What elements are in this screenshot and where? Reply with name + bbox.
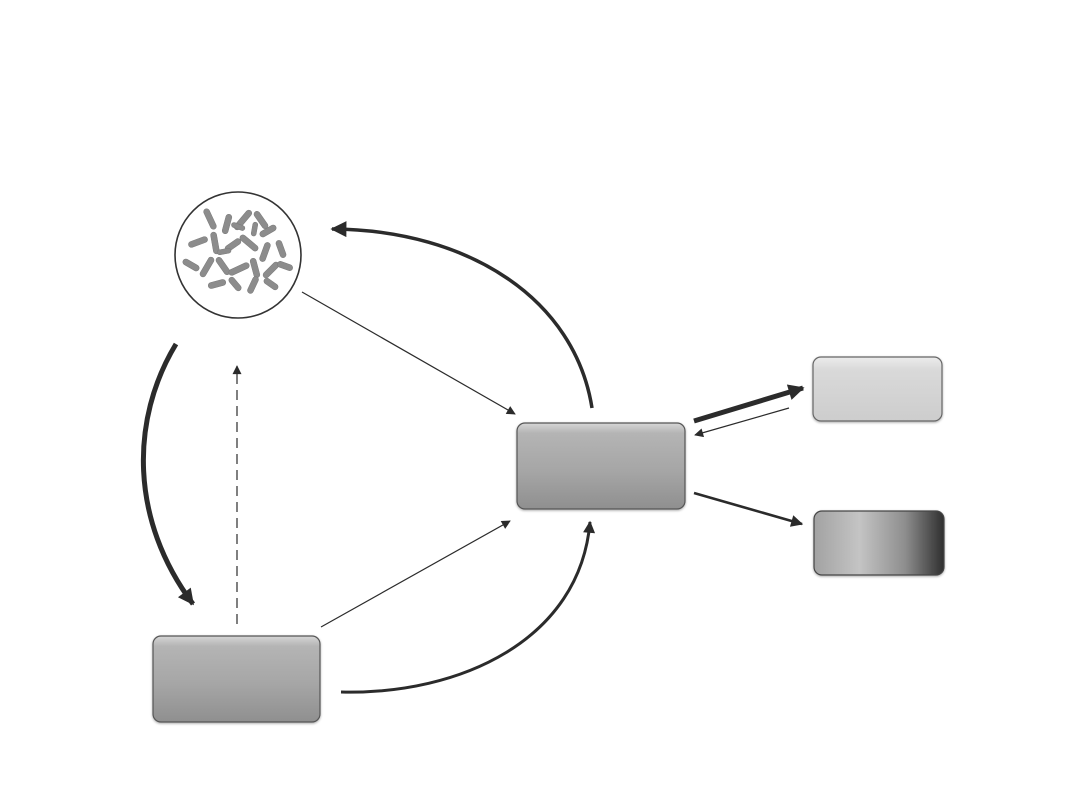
bottom-right-box-node	[813, 510, 945, 576]
arrow-bottom-left-to-central-thin	[320, 520, 511, 628]
chromosome-spread-node	[174, 191, 302, 319]
top-right-box-node	[812, 356, 943, 422]
bottom-left-box-node	[152, 635, 321, 723]
arrow-central-to-top-right	[693, 384, 805, 424]
arrow-chromosome-to-bottom-left	[140, 342, 196, 606]
arrow-central-to-bottom-right	[693, 491, 804, 527]
central-box-node	[516, 422, 686, 510]
arrow-central-to-chromosome	[330, 221, 594, 409]
arrow-chromosome-to-central	[301, 291, 516, 415]
chromosome-cluster-icon	[182, 208, 293, 294]
arrow-bottom-left-to-central-curve	[340, 520, 596, 694]
arrow-top-right-to-central	[694, 407, 790, 438]
